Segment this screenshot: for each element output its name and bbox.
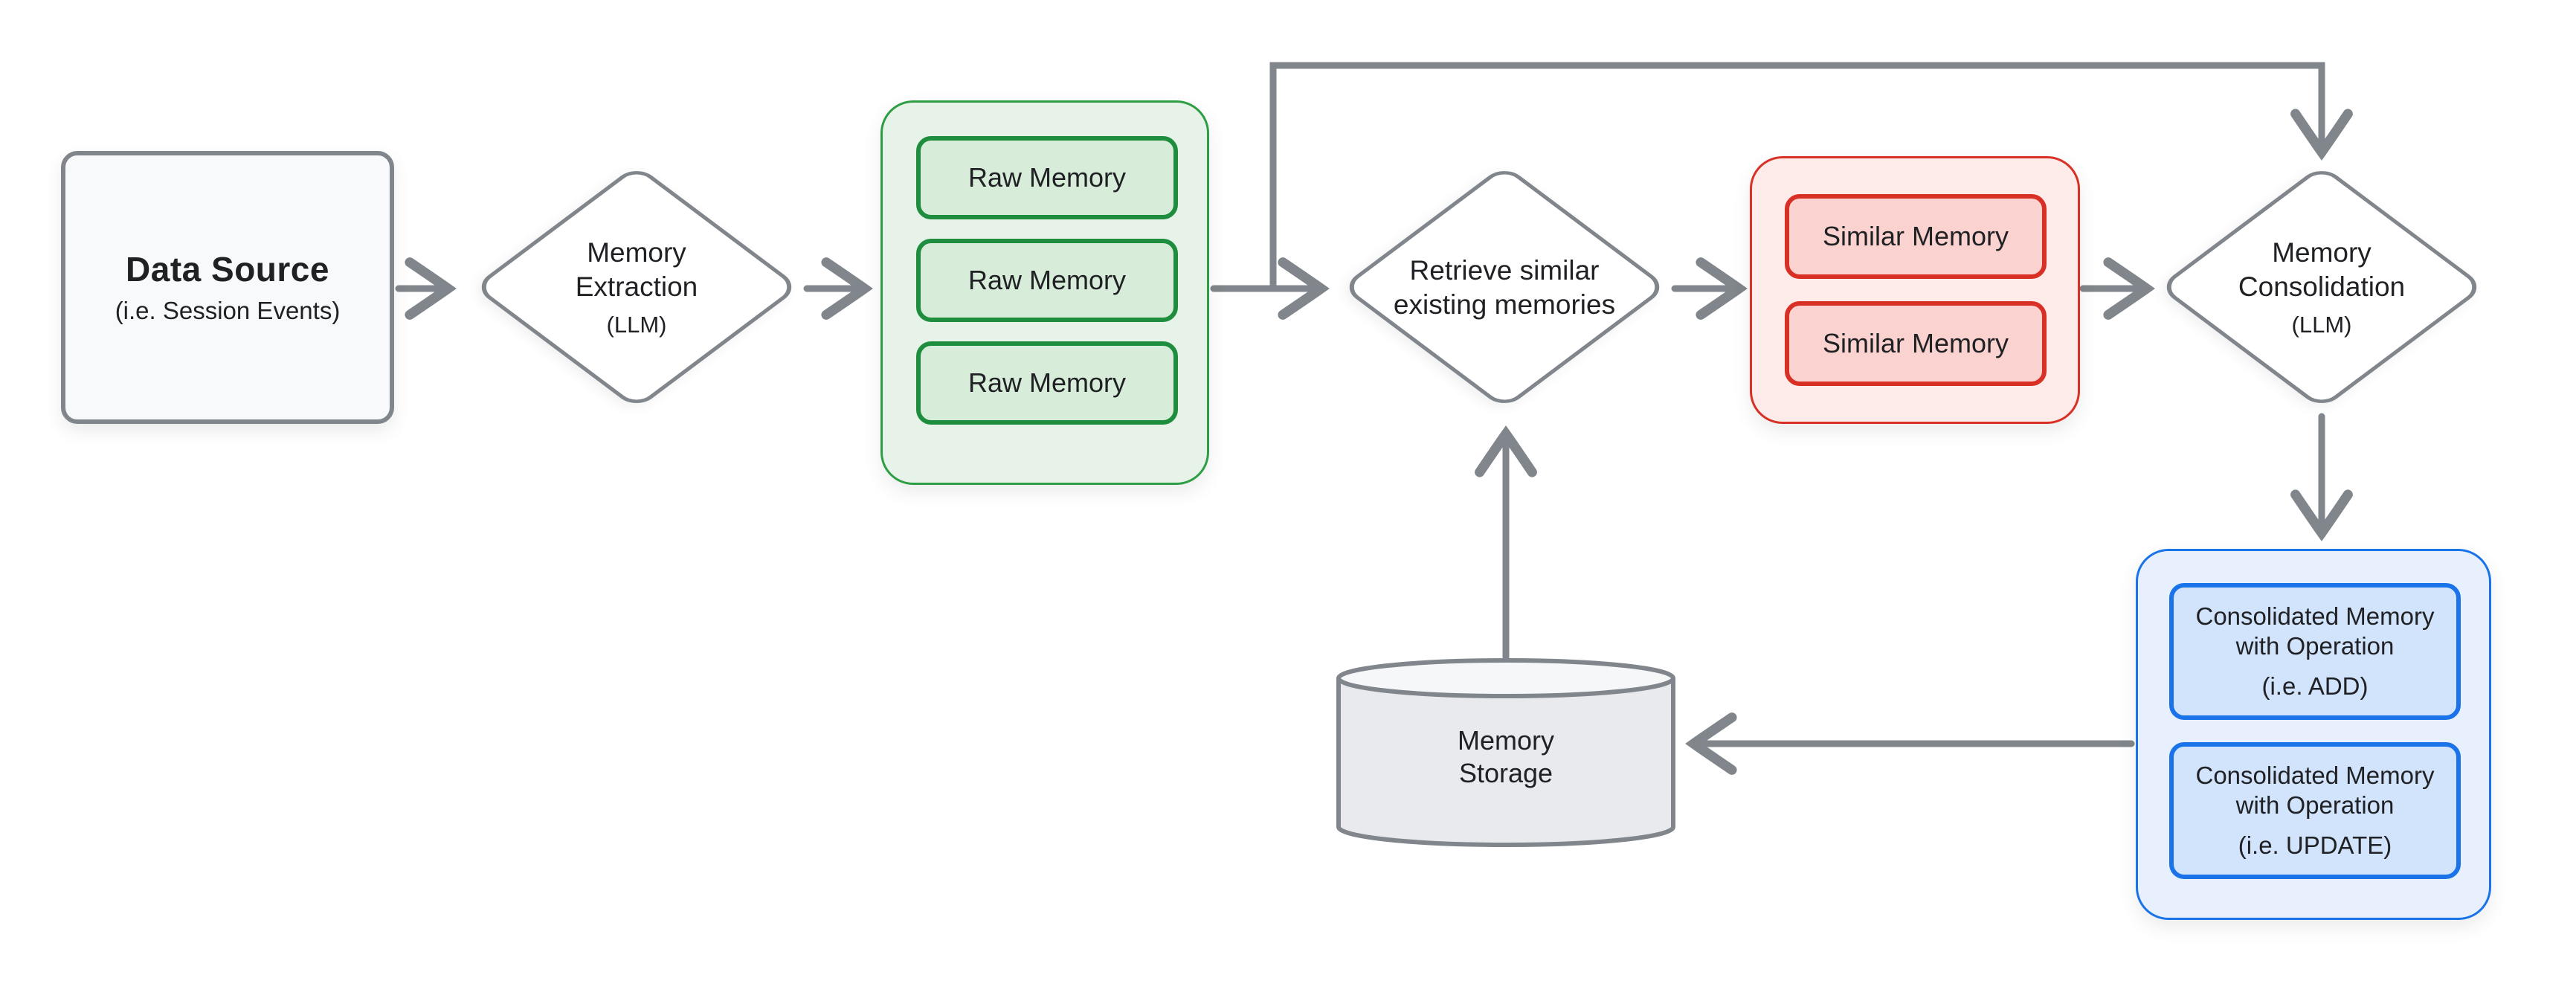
raw-memory-label: Raw Memory	[967, 367, 1127, 399]
consolidated-memory-title: Consolidated Memory with Operation	[2195, 602, 2435, 660]
raw-memory-label: Raw Memory	[967, 265, 1127, 296]
consolidated-memory-group: Consolidated Memory with Operation (i.e.…	[2136, 549, 2491, 920]
cylinder-top-ellipse	[1336, 658, 1675, 698]
consolidated-memory-box: Consolidated Memory with Operation (i.e.…	[2169, 583, 2461, 720]
raw-memory-label: Raw Memory	[967, 162, 1127, 193]
consolidated-memory-operation: (i.e. UPDATE)	[2238, 831, 2392, 860]
similar-memory-label: Similar Memory	[1822, 328, 2009, 359]
raw-memory-box: Raw Memory	[916, 136, 1178, 219]
arrow-feedback-to-consolidation	[1269, 62, 2353, 292]
consolidated-memory-title: Consolidated Memory with Operation	[2195, 761, 2435, 819]
similar-memory-group: Similar Memory Similar Memory	[1750, 156, 2080, 424]
similar-memory-box: Similar Memory	[1785, 301, 2047, 386]
similar-memory-label: Similar Memory	[1822, 221, 2009, 252]
similar-memory-box: Similar Memory	[1785, 194, 2047, 279]
consolidated-memory-box: Consolidated Memory with Operation (i.e.…	[2169, 742, 2461, 879]
raw-memory-box: Raw Memory	[916, 239, 1178, 322]
raw-memory-group: Raw Memory Raw Memory Raw Memory	[880, 100, 1209, 485]
data-source-box	[61, 151, 394, 424]
raw-memory-box: Raw Memory	[916, 341, 1178, 425]
memory-storage-cylinder	[1336, 658, 1675, 847]
consolidated-memory-operation: (i.e. ADD)	[2261, 672, 2369, 701]
